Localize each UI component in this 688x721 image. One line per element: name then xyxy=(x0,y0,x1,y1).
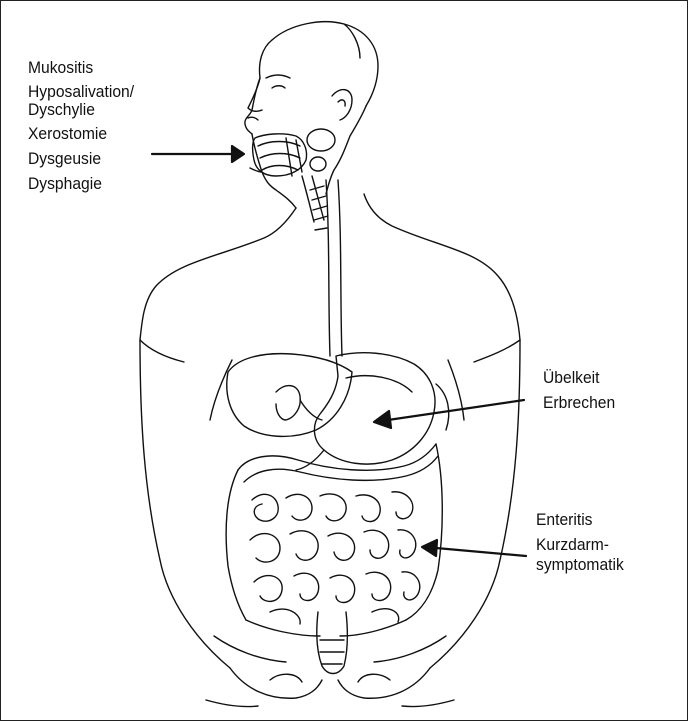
label-hyposalivation: Hyposalivation/ xyxy=(28,83,134,101)
liver xyxy=(227,354,352,437)
arrow-to-mouth xyxy=(152,146,244,162)
rectum xyxy=(317,612,348,674)
label-mukositis: Mukositis xyxy=(28,58,134,78)
stomach-symptom-labels: Übelkeit Erbrechen xyxy=(543,368,621,413)
head-outline xyxy=(245,22,378,208)
label-dysgeusie: Dysgeusie xyxy=(28,149,134,169)
mouth-symptom-labels: Mukositis Hyposalivation/ Dyschylie Xero… xyxy=(28,58,143,194)
torso-outline xyxy=(140,194,520,560)
arrow-to-intestine xyxy=(422,540,526,556)
large-intestine xyxy=(226,444,442,636)
small-intestine xyxy=(250,492,420,624)
label-uebelkeit: Übelkeit xyxy=(543,368,615,388)
stomach xyxy=(296,353,449,470)
label-dysphagie: Dysphagie xyxy=(28,174,134,194)
label-kurzdarm: Kurzdarm- xyxy=(536,535,624,555)
label-symptomatik: symptomatik xyxy=(536,555,624,575)
intestine-symptom-labels: Enteritis Kurzdarm- symptomatik xyxy=(536,510,631,575)
label-enteritis: Enteritis xyxy=(536,510,624,530)
oral-cavity xyxy=(253,129,335,176)
pelvis xyxy=(160,560,500,707)
esophagus xyxy=(302,176,342,356)
label-dyschylie: Dyschylie xyxy=(28,101,134,119)
label-xerostomie: Xerostomie xyxy=(28,124,134,144)
label-erbrechen: Erbrechen xyxy=(543,393,615,413)
